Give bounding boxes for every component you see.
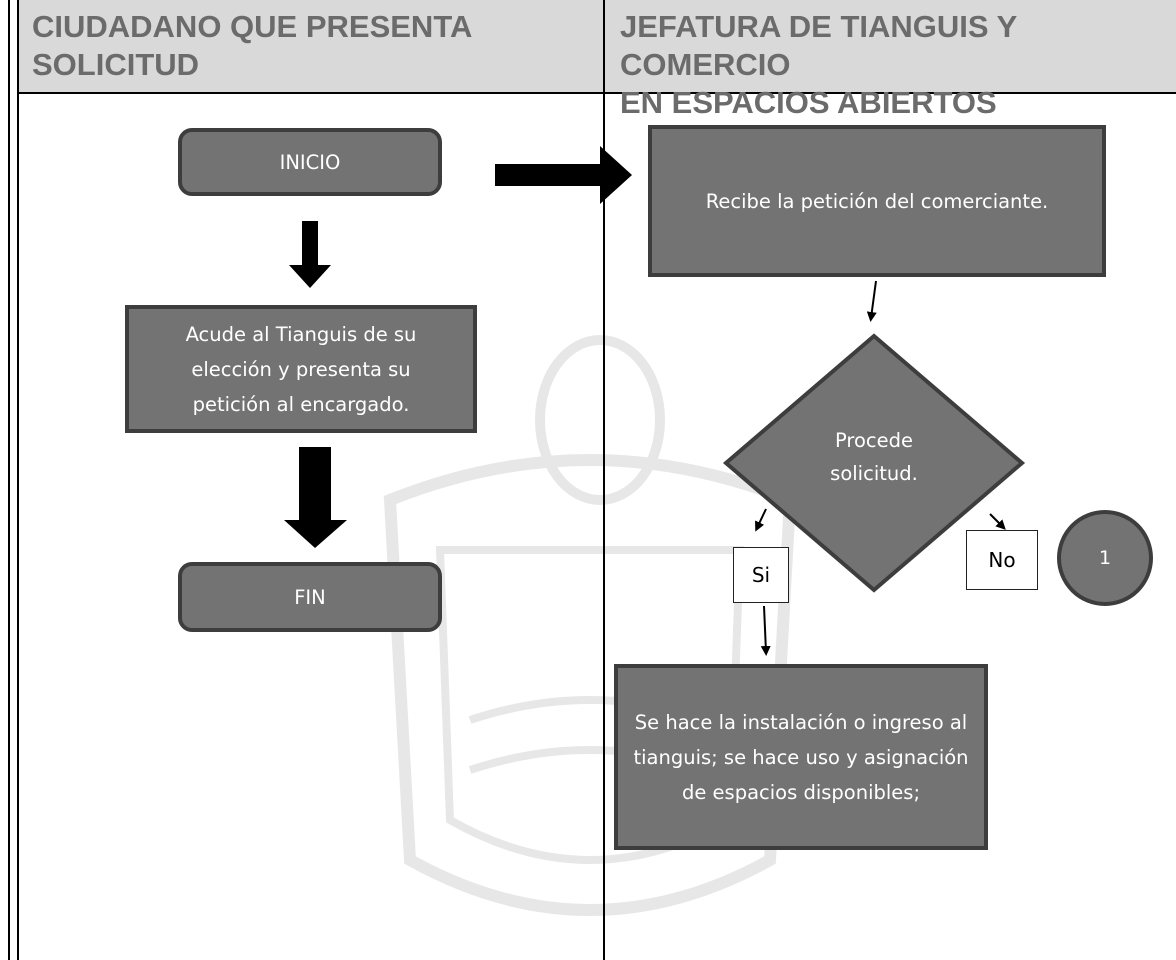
- connector-label: 1: [1098, 547, 1112, 569]
- table-inner-left-border: [17, 0, 19, 960]
- lane-divider: [603, 0, 605, 960]
- arrow-to-no: [989, 513, 1006, 530]
- decision-label: Procede solicitud.: [830, 429, 918, 485]
- arrow-right-big: [495, 146, 632, 204]
- arrow-si-to-instalacion: [760, 605, 771, 656]
- arrow-down-big-1: [289, 221, 331, 288]
- decision-diamond: [722, 333, 1026, 593]
- start-node: INICIO: [178, 128, 442, 196]
- lane-header-jefatura: JEFATURA DE TIANGUIS Y COMERCIO EN ESPAC…: [605, 0, 1176, 120]
- process-instalacion: Se hace la instalación o ingreso al tian…: [614, 664, 988, 850]
- lane-title-line1: JEFATURA DE TIANGUIS Y COMERCIO: [620, 9, 1017, 82]
- lane-title-line2: SOLICITUD: [32, 47, 200, 82]
- lane-title-line2: EN ESPACIOS ABIERTOS: [620, 85, 997, 120]
- arrow-down-big-2: [284, 447, 347, 548]
- process-acude-tianguis: Acude al Tianguis de su elección y prese…: [125, 305, 477, 433]
- process-recibe-peticion: Recibe la petición del comerciante.: [648, 125, 1106, 277]
- no-label: No: [966, 530, 1038, 590]
- connector-1: 1: [1057, 510, 1153, 606]
- arrow-recibe-to-decision: [866, 280, 877, 322]
- table-left-border: [8, 0, 10, 960]
- yes-label: Si: [733, 547, 789, 603]
- end-node: FIN: [178, 562, 442, 632]
- lane-header-ciudadano: CIUDADANO QUE PRESENTA SOLICITUD: [19, 0, 603, 92]
- arrow-to-si: [755, 508, 767, 532]
- header-bottom-border: [17, 92, 1176, 94]
- lane-title-line1: CIUDADANO QUE PRESENTA: [32, 9, 473, 44]
